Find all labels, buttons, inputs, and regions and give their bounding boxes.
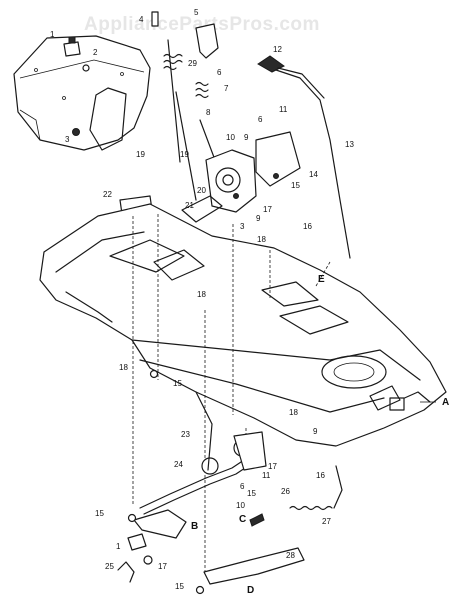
callout-c-9a: 9	[244, 133, 249, 142]
callout-c-18d: 18	[289, 408, 298, 417]
callout-c-28: 28	[286, 551, 295, 560]
callout-c-6a: 6	[217, 68, 222, 77]
callout-c-8: 8	[206, 108, 211, 117]
callout-c-5: 5	[194, 8, 199, 17]
callout-c-10b: 10	[236, 501, 245, 510]
spring-part-7	[195, 81, 209, 99]
arrow-c	[249, 513, 265, 527]
callout-c-20: 20	[197, 186, 206, 195]
callout-c-21: 21	[185, 201, 194, 210]
callout-c-3: 3	[65, 135, 70, 144]
callout-c-9b: 9	[256, 214, 261, 223]
callout-c-17b: 17	[268, 462, 277, 471]
callout-c-10a: 10	[226, 133, 235, 142]
letter-l-E: E	[318, 274, 325, 285]
letter-l-B: B	[191, 521, 198, 532]
callout-c-15d: 15	[95, 509, 104, 518]
pin-part-4	[151, 11, 159, 27]
callout-c-15c: 15	[247, 489, 256, 498]
mechanism-part-9	[181, 131, 301, 223]
linkage-part-24	[139, 431, 267, 515]
callout-c-18b: 18	[197, 290, 206, 299]
nut-part-15b	[149, 369, 159, 379]
letter-l-C: C	[239, 514, 246, 525]
callout-c-15a: 15	[291, 181, 300, 190]
screw-part-2	[82, 64, 90, 72]
callout-c-12: 12	[273, 45, 282, 54]
watermark: AppliancePartsPros.com	[84, 14, 320, 35]
nut-part-15d	[127, 513, 137, 523]
nut-part-17c	[143, 555, 153, 565]
callout-c-17c: 17	[158, 562, 167, 571]
callout-c-1b: 1	[116, 542, 121, 551]
callout-c-1a: 1	[50, 30, 55, 39]
callout-c-6c: 6	[240, 482, 245, 491]
callout-c-16b: 16	[316, 471, 325, 480]
callout-c-24: 24	[174, 460, 183, 469]
spring-part-27	[289, 505, 333, 511]
callout-c-18a: 18	[257, 235, 266, 244]
dash-panel	[13, 35, 151, 151]
rod-part-23	[195, 391, 213, 471]
callout-c-19b: 19	[180, 150, 189, 159]
spring-part-29	[163, 53, 183, 71]
callout-c-16a: 16	[303, 222, 312, 231]
rod-a	[167, 39, 181, 163]
nut-part-1b	[127, 533, 147, 551]
callout-c-7: 7	[224, 84, 229, 93]
rod-part-27	[333, 465, 343, 509]
callout-c-15b: 15	[173, 379, 182, 388]
screw-part-3	[72, 128, 80, 136]
callout-c-6b: 6	[258, 115, 263, 124]
callout-c-25: 25	[105, 562, 114, 571]
callout-c-19a: 19	[136, 150, 145, 159]
callout-c-13: 13	[345, 140, 354, 149]
part-25	[117, 561, 135, 583]
bracket-part-28	[203, 547, 305, 585]
callout-c-26: 26	[281, 487, 290, 496]
callout-c-11a: 11	[279, 105, 288, 114]
callout-c-29: 29	[188, 59, 197, 68]
callout-c-11b: 11	[262, 471, 271, 480]
rod-b	[175, 91, 197, 201]
callout-c-22: 22	[103, 190, 112, 199]
shift-lever-part-13	[257, 55, 351, 259]
letter-l-A: A	[442, 397, 449, 408]
callout-c-23: 23	[181, 430, 190, 439]
callout-c-9c: 9	[313, 427, 318, 436]
callout-c-14: 14	[309, 170, 318, 179]
main-frame	[39, 203, 447, 447]
letter-l-D: D	[247, 585, 254, 596]
nut-part-15e	[195, 585, 205, 595]
bracket-b	[133, 509, 187, 539]
letter-labels: E A B C D	[191, 274, 449, 596]
callout-c-18c: 18	[119, 363, 128, 372]
callout-c-17a: 17	[263, 205, 272, 214]
callout-c-2: 2	[93, 48, 98, 57]
knob-part-1	[63, 36, 81, 57]
bracket-part-5	[195, 23, 219, 59]
callout-c-4: 4	[139, 15, 144, 24]
callout-c-3b: 3	[240, 222, 245, 231]
callout-c-15e: 15	[175, 582, 184, 591]
callout-c-27: 27	[322, 517, 331, 526]
